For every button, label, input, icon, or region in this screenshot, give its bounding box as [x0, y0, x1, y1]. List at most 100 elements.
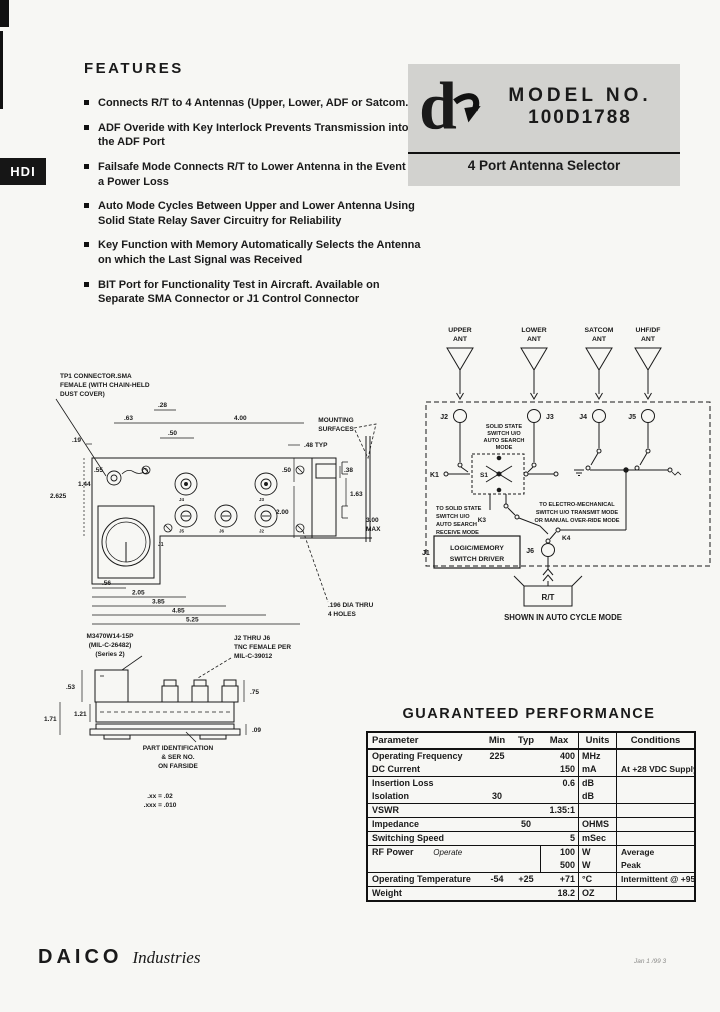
- left-mode-note: TO SOLID STATE SWITCH U/O AUTO SEARCH RE…: [436, 506, 482, 536]
- outline-drawing-side-view: M3470W14-15P (MIL-C-26482) (Series 2) J2…: [44, 633, 291, 809]
- feature-item: Auto Mode Cycles Between Upper and Lower…: [84, 199, 428, 228]
- table-row: Insertion Loss 0.6 dB: [368, 776, 694, 790]
- svg-text:J6: J6: [526, 548, 534, 555]
- svg-text:J2: J2: [440, 414, 448, 421]
- feature-item: ADF Overide with Key Interlock Prevents …: [84, 121, 428, 150]
- svg-text:ON FARSIDE: ON FARSIDE: [158, 763, 198, 770]
- connector-j6: J6: [526, 543, 555, 586]
- svg-text:.xxx = .010: .xxx = .010: [144, 802, 177, 809]
- svg-text:LOWER: LOWER: [521, 327, 546, 334]
- tnc-note: J2 THRU J6 TNC FEMALE PER MIL-C-39012: [234, 635, 291, 660]
- ms-connector: [94, 669, 129, 703]
- svg-text:K4: K4: [562, 535, 571, 542]
- feature-text: Failsafe Mode Connects R/T to Lower Ante…: [98, 160, 420, 188]
- svg-text:& SER NO.: & SER NO.: [161, 754, 194, 761]
- logic-memory-box: LOGIC/MEMORY SWITCH DRIVER J1: [422, 535, 521, 569]
- svg-text:.09: .09: [252, 727, 261, 734]
- svg-text:.48 TYP: .48 TYP: [304, 442, 328, 449]
- tolerance-note: .xx = .02 .xxx = .010: [144, 793, 177, 809]
- dimensions: .53 1.71 1.21 .75 .09: [44, 670, 261, 735]
- col-min: Min: [488, 735, 506, 746]
- model-titles: MODEL NO. 100D1788: [490, 85, 680, 129]
- svg-text:4.00: 4.00: [234, 415, 247, 422]
- svg-text:ANT: ANT: [453, 336, 468, 343]
- connector-j4: J4: [579, 409, 606, 448]
- industries-wordmark: Industries: [132, 948, 201, 967]
- svg-text:K3: K3: [478, 517, 487, 524]
- svg-text:J5: J5: [628, 414, 636, 421]
- features-title: FEATURES: [84, 60, 184, 77]
- svg-text:SOLID STATE: SOLID STATE: [486, 424, 522, 430]
- svg-text:.63: .63: [124, 415, 133, 422]
- svg-text:.75: .75: [250, 689, 259, 696]
- svg-text:4 HOLES: 4 HOLES: [328, 611, 356, 618]
- svg-text:SWITCH U/O: SWITCH U/O: [436, 514, 470, 520]
- daico-d-logo-icon: d: [419, 69, 481, 144]
- svg-text:K1: K1: [430, 472, 439, 479]
- table-row: Operating Frequency 225 400 MHz: [368, 750, 694, 763]
- tnc-stubs: [161, 679, 239, 703]
- svg-text:d: d: [419, 69, 457, 144]
- table-row: VSWR 1.35:1: [368, 803, 694, 817]
- svg-text:DUST COVER): DUST COVER): [60, 391, 105, 398]
- model-box-divider: [408, 152, 680, 154]
- model-box-top: d MODEL NO. 100D1788: [408, 64, 680, 150]
- svg-text:.38: .38: [344, 467, 353, 474]
- svg-text:SWITCH U/O: SWITCH U/O: [487, 431, 521, 437]
- svg-text:AUTO SEARCH: AUTO SEARCH: [436, 522, 477, 528]
- switch-s1: S1: [471, 453, 525, 495]
- svg-text:TP1 CONNECTOR.SMA: TP1 CONNECTOR.SMA: [60, 373, 132, 380]
- relay-k1: K1: [430, 462, 559, 479]
- svg-text:SWITCH DRIVER: SWITCH DRIVER: [450, 556, 504, 563]
- svg-text:J2: J2: [259, 529, 265, 534]
- svg-text:TO SOLID STATE: TO SOLID STATE: [436, 506, 482, 512]
- svg-text:5.25: 5.25: [186, 617, 199, 624]
- mounting-holes: [141, 465, 329, 603]
- svg-text:LOGIC/MEMORY: LOGIC/MEMORY: [450, 545, 504, 552]
- scan-edge-mark: [0, 31, 3, 109]
- svg-text:OR MANUAL OVER-RIDE MODE: OR MANUAL OVER-RIDE MODE: [534, 518, 619, 524]
- svg-text:1.63: 1.63: [350, 491, 363, 498]
- feature-text: Connects R/T to 4 Antennas (Upper, Lower…: [98, 97, 409, 109]
- table-row: 500 W Peak: [368, 859, 694, 872]
- col-max: Max: [549, 735, 569, 746]
- unit-body: [89, 701, 241, 740]
- model-box: d MODEL NO. 100D1788 4 Port Antenna Sele…: [408, 64, 680, 186]
- table-row: Isolation 30 dB: [368, 790, 694, 803]
- svg-text:J4: J4: [179, 497, 185, 502]
- j1-connector: J1: [97, 505, 164, 579]
- table-row: Impedance 50 OHMS: [368, 817, 694, 831]
- bullet-square-icon: [84, 203, 89, 209]
- svg-text:4.85: 4.85: [172, 608, 185, 615]
- feature-item: BIT Port for Functionality Test in Aircr…: [84, 278, 428, 307]
- svg-text:S1: S1: [480, 472, 488, 479]
- relay-k3: K3: [478, 494, 549, 535]
- feature-text: Key Function with Memory Automatically S…: [98, 239, 421, 266]
- col-parameter: Parameter: [372, 735, 419, 746]
- model-subtitle: 4 Port Antenna Selector: [467, 158, 621, 173]
- bullet-square-icon: [84, 100, 89, 105]
- right-mode-note: TO ELECTRO-MECHANICAL SWITCH U/O TRANSMI…: [534, 502, 619, 524]
- svg-text:ANT: ANT: [592, 336, 607, 343]
- svg-text:UPPER: UPPER: [448, 327, 472, 334]
- side-profile: MOUNTING SURFACES .50 2.00: [276, 417, 377, 542]
- svg-text:.56: .56: [102, 580, 111, 587]
- connector-j5: J5: [628, 409, 655, 448]
- scan-corner-mark: [0, 0, 9, 27]
- svg-text:J3: J3: [546, 414, 554, 421]
- svg-text:J1: J1: [158, 542, 164, 548]
- features-list: Connects R/T to 4 Antennas (Upper, Lower…: [84, 96, 428, 317]
- solid-state-mode-note: SOLID STATE SWITCH U/O AUTO SEARCH MODE: [484, 424, 525, 451]
- antenna-satcom: SATCOM ANT: [585, 327, 614, 400]
- bullet-square-icon: [84, 281, 89, 287]
- tp1-connector: [106, 468, 148, 486]
- svg-text:2.00: 2.00: [276, 509, 289, 516]
- svg-text:1.44: 1.44: [78, 481, 91, 488]
- outline-drawing-top-view: TP1 CONNECTOR.SMA FEMALE (WITH CHAIN-HEL…: [50, 373, 381, 625]
- svg-text:AUTO SEARCH: AUTO SEARCH: [484, 438, 525, 444]
- part-id-note: PART IDENTIFICATION & SER NO. ON FARSIDE: [143, 745, 214, 770]
- svg-text:J5: J5: [179, 529, 185, 534]
- svg-text:SWITCH U/O TRANSMIT MODE: SWITCH U/O TRANSMIT MODE: [536, 510, 619, 516]
